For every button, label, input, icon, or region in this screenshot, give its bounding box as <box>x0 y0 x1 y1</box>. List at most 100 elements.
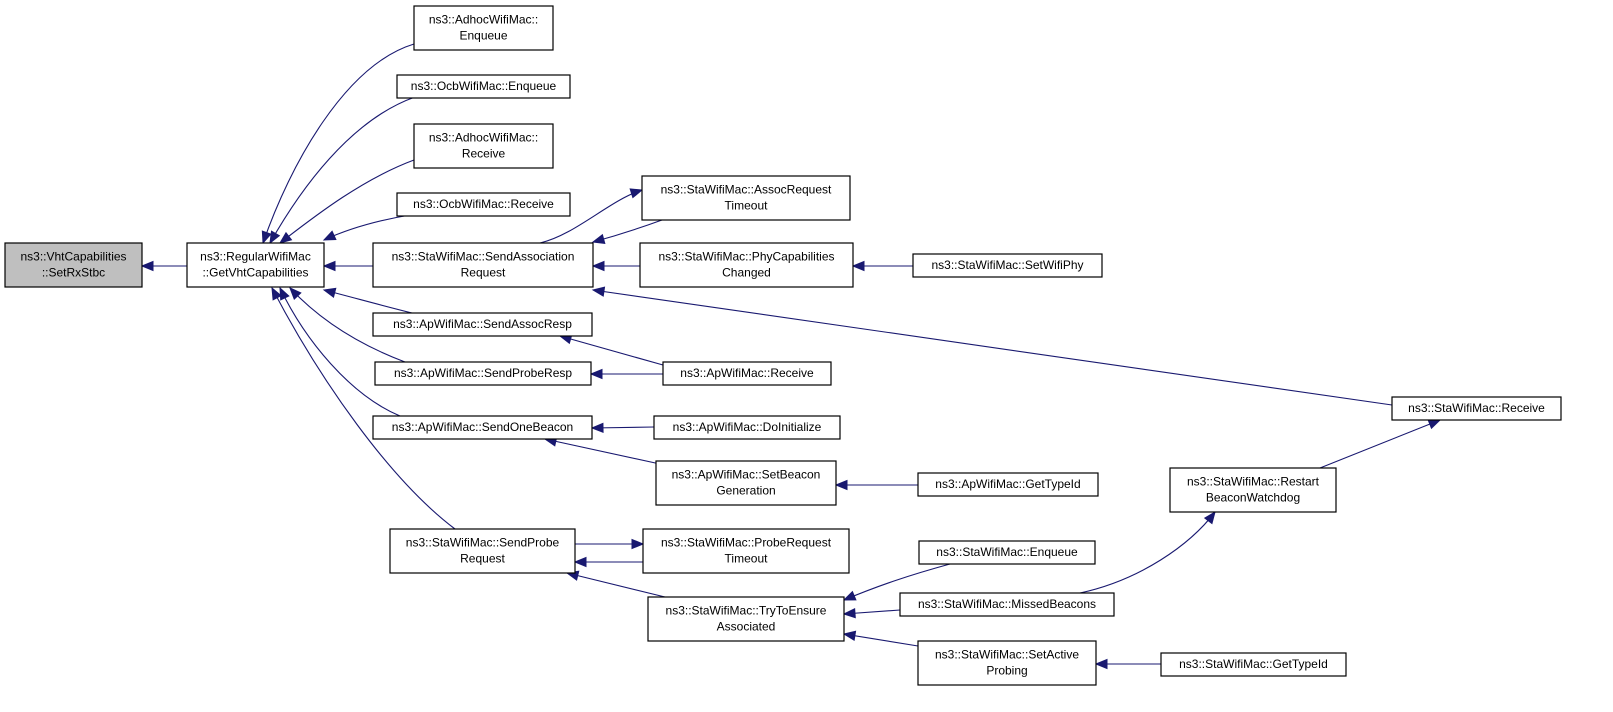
arrowhead-icon <box>589 368 603 380</box>
node-label: ns3::ApWifiMac::SetBeacon <box>672 468 821 482</box>
node-ap_doinit[interactable]: ns3::ApWifiMac::DoInitialize <box>653 415 841 440</box>
node-ap_sendproberesp[interactable]: ns3::ApWifiMac::SendProbeResp <box>374 361 592 386</box>
node-box[interactable] <box>912 253 1103 278</box>
node-label: ns3::VhtCapabilities <box>20 250 126 264</box>
node-box[interactable] <box>655 460 837 506</box>
edge-line <box>289 287 406 363</box>
node-box[interactable] <box>1169 467 1337 513</box>
node-label: Generation <box>716 484 775 498</box>
node-box[interactable] <box>4 242 143 288</box>
edge-line <box>1079 511 1216 594</box>
node-adhoc_recv[interactable]: ns3::AdhocWifiMac::Receive <box>413 123 554 169</box>
node-adhoc_enq[interactable]: ns3::AdhocWifiMac::Enqueue <box>413 5 554 51</box>
node-box[interactable] <box>374 361 592 386</box>
node-box[interactable] <box>372 312 593 337</box>
node-box[interactable] <box>372 415 593 440</box>
edge-line <box>323 214 411 241</box>
edges-layer <box>140 43 1442 670</box>
arrowhead-icon <box>590 422 604 434</box>
edge-sta_trytoensure-to-sta_sendprobe <box>565 570 666 598</box>
edge-adhoc_recv-to-getvht <box>278 159 415 244</box>
edge-sta_missedbeacons-to-sta_restart <box>1079 510 1216 594</box>
node-label: Probing <box>986 664 1027 678</box>
edge-ap_recv-to-ap_sendassocresp <box>558 334 664 366</box>
node-ocb_enq[interactable]: ns3::OcbWifiMac::Enqueue <box>396 74 571 99</box>
node-box[interactable] <box>642 528 850 574</box>
node-root[interactable]: ns3::VhtCapabilities::SetRxStbc <box>4 242 143 288</box>
node-box[interactable] <box>396 192 571 217</box>
arrowhead-icon <box>271 286 282 301</box>
edge-ap_doinit-to-ap_sendbeacon <box>590 422 655 434</box>
node-label: ns3::ApWifiMac::SendOneBeacon <box>392 420 573 434</box>
node-box[interactable] <box>662 361 832 386</box>
node-getvht[interactable]: ns3::RegularWifiMac::GetVhtCapabilities <box>186 242 325 288</box>
node-ap_gettypeid[interactable]: ns3::ApWifiMac::GetTypeId <box>917 472 1099 497</box>
node-sta_gettypeid[interactable]: ns3::StaWifiMac::GetTypeId <box>1160 652 1347 677</box>
edge-adhoc_enq-to-getvht <box>261 43 415 245</box>
node-box[interactable] <box>372 242 594 288</box>
node-sta_receive[interactable]: ns3::StaWifiMac::Receive <box>1391 396 1562 421</box>
edge-line <box>559 335 664 366</box>
node-label: ::GetVhtCapabilities <box>202 266 308 280</box>
node-label: Timeout <box>725 552 769 566</box>
node-sta_setwifiphy[interactable]: ns3::StaWifiMac::SetWifiPhy <box>912 253 1103 278</box>
node-box[interactable] <box>641 175 851 221</box>
node-ap_sendassocresp[interactable]: ns3::ApWifiMac::SendAssocResp <box>372 312 593 337</box>
node-label: ns3::StaWifiMac::MissedBeacons <box>918 597 1096 611</box>
node-label: ns3::StaWifiMac::Restart <box>1187 475 1320 489</box>
node-box[interactable] <box>917 472 1099 497</box>
node-box[interactable] <box>1160 652 1347 677</box>
nodes-layer: ns3::VhtCapabilities::SetRxStbc ns3::Regu… <box>4 5 1562 686</box>
node-box[interactable] <box>899 592 1115 617</box>
arrowhead-icon <box>322 230 337 241</box>
node-sta_missedbeacons[interactable]: ns3::StaWifiMac::MissedBeacons <box>899 592 1115 617</box>
node-label: ns3::StaWifiMac::AssocRequest <box>661 183 832 197</box>
node-box[interactable] <box>186 242 325 288</box>
edge-ap_recv-to-ap_sendproberesp <box>589 368 663 380</box>
arrowhead-icon <box>842 590 857 601</box>
node-label: ns3::StaWifiMac::SetWifiPhy <box>931 258 1083 272</box>
edge-sta_enqueue-to-sta_trytoensure <box>842 563 951 601</box>
node-label: ns3::StaWifiMac::TryToEnsure <box>666 604 827 618</box>
edge-line <box>271 287 456 530</box>
edge-getvht-to-root <box>140 260 187 272</box>
node-box[interactable] <box>389 528 576 574</box>
node-box[interactable] <box>396 74 571 99</box>
node-box[interactable] <box>413 123 554 169</box>
node-box[interactable] <box>639 242 854 288</box>
node-sta_enqueue[interactable]: ns3::StaWifiMac::Enqueue <box>918 540 1096 565</box>
node-ap_recv[interactable]: ns3::ApWifiMac::Receive <box>662 361 832 386</box>
arrowhead-icon <box>322 260 336 272</box>
arrowhead-icon <box>289 287 302 300</box>
node-ocb_recv[interactable]: ns3::OcbWifiMac::Receive <box>396 192 571 217</box>
edge-line <box>323 289 413 314</box>
arrowhead-icon <box>269 230 281 245</box>
edge-sta_sendassoc-to-sta_assoctimeout <box>539 188 644 244</box>
arrowhead-icon <box>591 286 606 297</box>
node-label: ns3::OcbWifiMac::Receive <box>413 197 554 211</box>
edge-ap_setbeacon-to-ap_sendbeacon <box>543 436 661 465</box>
node-box[interactable] <box>918 540 1096 565</box>
edge-line <box>269 96 416 244</box>
edge-sta_sendassoc-to-getvht <box>322 260 373 272</box>
node-ap_sendbeacon[interactable]: ns3::ApWifiMac::SendOneBeacon <box>372 415 593 440</box>
node-box[interactable] <box>653 415 841 440</box>
arrowhead-icon <box>573 556 587 568</box>
node-box[interactable] <box>917 640 1097 686</box>
arrowhead-icon <box>631 538 645 550</box>
node-box[interactable] <box>1391 396 1562 421</box>
arrowhead-icon <box>851 260 865 272</box>
node-box[interactable] <box>413 5 554 51</box>
node-box[interactable] <box>647 596 845 642</box>
arrowhead-icon <box>842 630 857 642</box>
edge-ocb_enq-to-getvht <box>269 96 416 245</box>
